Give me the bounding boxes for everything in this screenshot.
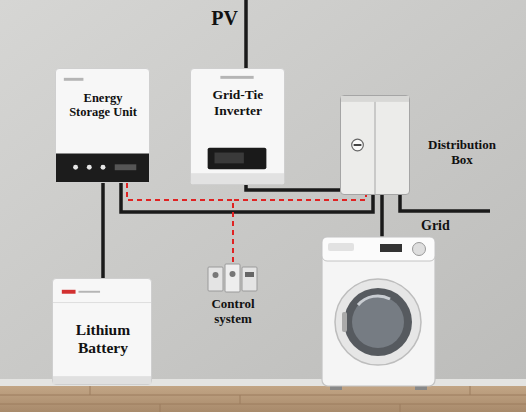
brand-mark: [220, 76, 253, 79]
wall: [0, 0, 526, 386]
controller-switch: [245, 272, 254, 277]
grid-label: Grid: [421, 218, 481, 233]
controller-module: [242, 267, 257, 291]
cabinet-cap: [341, 96, 409, 102]
door-glass: [344, 288, 412, 356]
door-drum: [352, 296, 404, 348]
grid-cable: [400, 195, 490, 211]
controller-module: [208, 267, 223, 291]
device-detail: [191, 69, 284, 184]
distribution-box: Distribution Box: [340, 95, 410, 195]
panel-seam: [53, 302, 151, 303]
display-panel: [208, 148, 267, 170]
floor-seam: [240, 395, 241, 404]
label-anchor: PV: [196, 7, 238, 29]
controller-module: [225, 264, 240, 292]
node-label: Grid-Tie Inverter: [197, 87, 279, 118]
appliance-cable: [380, 195, 384, 238]
storage-inverter: Energy Storage Unit: [55, 68, 150, 183]
control-line: [127, 183, 233, 262]
status-light: [87, 165, 92, 170]
controller-dial: [213, 272, 219, 278]
brand-logo: [62, 290, 76, 294]
source-label: PV: [196, 7, 238, 29]
display-screen: [214, 153, 243, 164]
floor-seam: [90, 386, 91, 395]
pv-cable: [244, 0, 248, 68]
machine-knob: [413, 243, 426, 256]
door-ring: [335, 279, 421, 365]
panel-button: [115, 164, 137, 170]
door-seam: [375, 102, 376, 194]
controller-device: Control system: [207, 262, 259, 294]
detergent-drawer: [328, 243, 354, 251]
control-line: [233, 195, 366, 262]
controller-dial: [230, 271, 236, 277]
status-light: [73, 165, 78, 170]
glass-highlight: [358, 296, 390, 305]
power-cable: [121, 183, 373, 212]
machine-display: [380, 244, 402, 252]
lock-slot: [354, 144, 362, 146]
device-detail: [341, 96, 409, 194]
label-anchor: Grid: [421, 218, 481, 233]
machine-body: [322, 237, 435, 386]
status-light: [101, 165, 106, 170]
node-label: Control system: [193, 297, 273, 327]
node-label: Energy Storage Unit: [62, 91, 144, 120]
floor: [0, 386, 526, 412]
front-panel: [56, 154, 149, 182]
power-cable: [101, 183, 105, 278]
floor-plank: [0, 395, 526, 396]
door-handle: [342, 312, 347, 332]
battery-base: [53, 376, 151, 384]
floor-seam: [470, 386, 471, 395]
control-panel: [322, 237, 435, 261]
battery-box: Lithium Battery: [52, 278, 152, 385]
node-label: Distribution Box: [417, 138, 507, 168]
grid-tie-inverter: Grid-Tie Inverter: [190, 68, 285, 185]
floor-seam: [400, 404, 401, 412]
bottom-cover: [191, 173, 284, 184]
node-label: Lithium Battery: [63, 321, 143, 357]
floor-seam: [160, 404, 161, 412]
floor-plank: [0, 404, 526, 405]
brand-mark: [78, 291, 100, 293]
washing-machine: [322, 237, 435, 390]
device-detail: [207, 262, 259, 294]
device-detail: [56, 69, 149, 182]
door-lock: [352, 139, 364, 151]
brand-mark: [64, 78, 84, 81]
power-cable: [246, 185, 340, 190]
